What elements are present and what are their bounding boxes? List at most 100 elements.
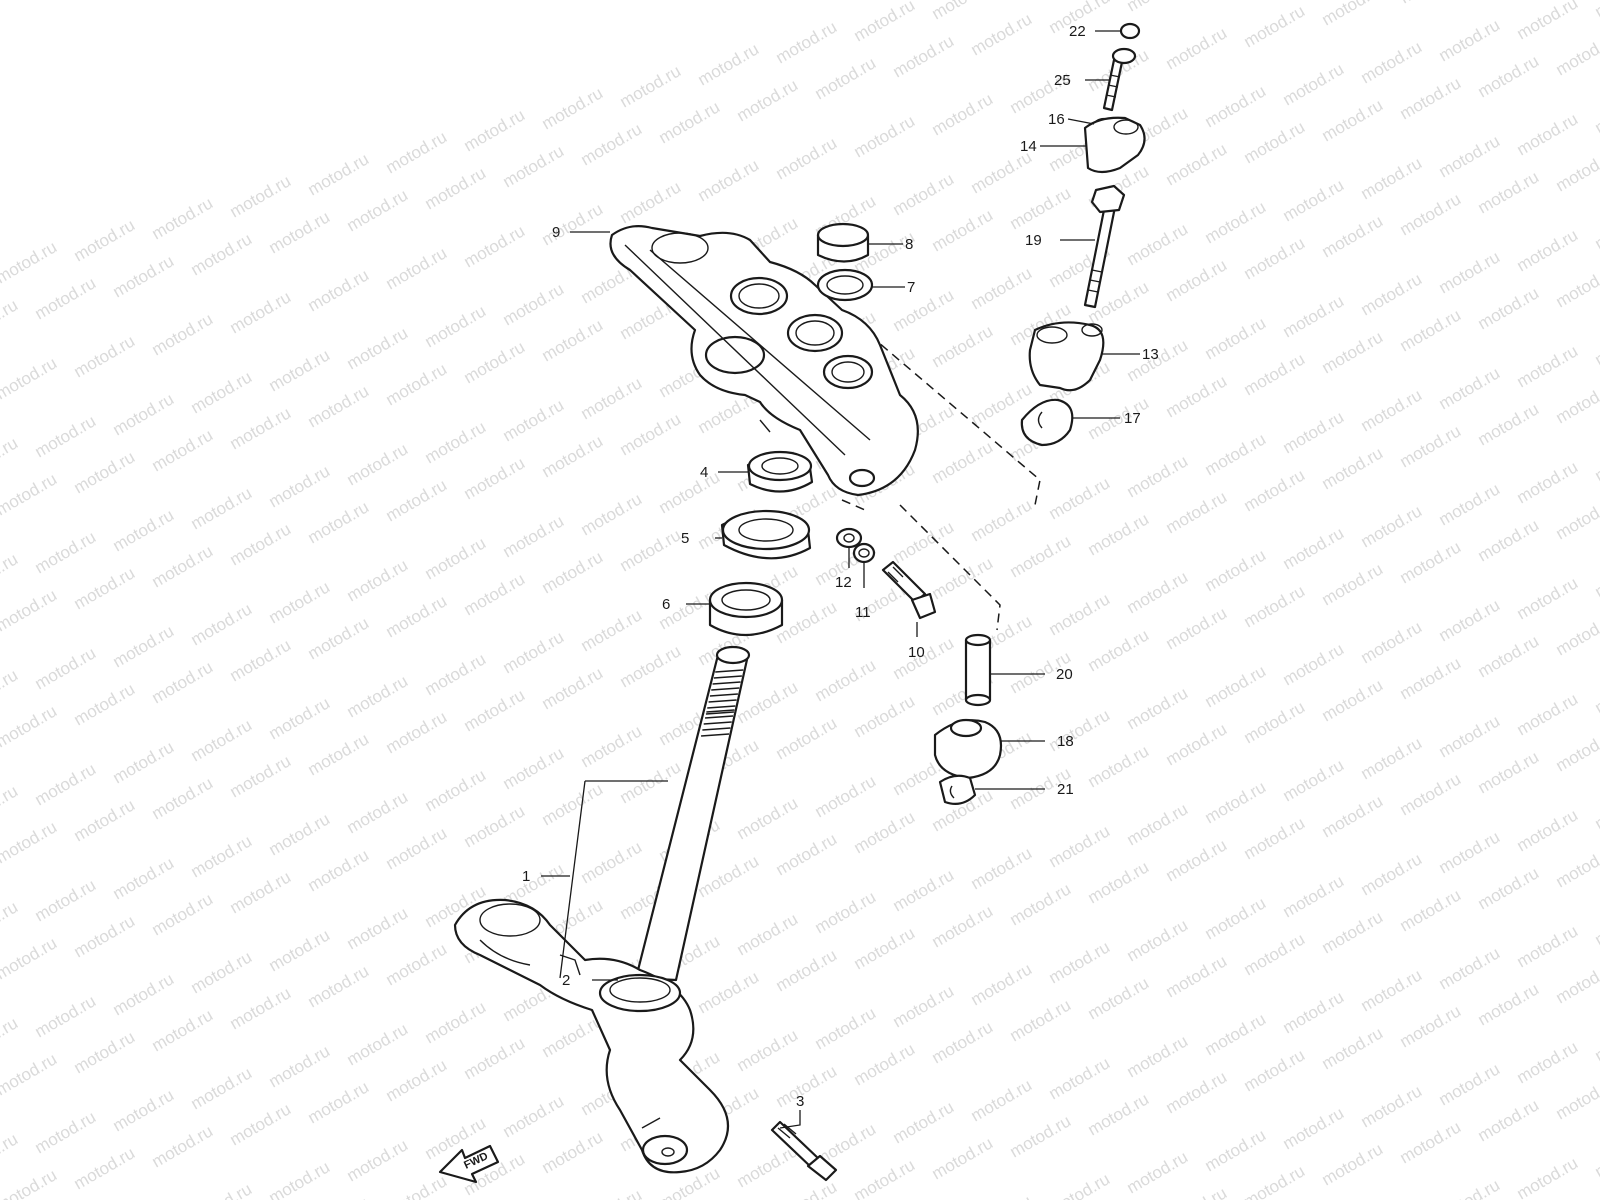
cushion-18-part[interactable]	[933, 718, 1003, 780]
watermark-text: motod.ru	[890, 517, 958, 567]
watermark-text: motod.ru	[929, 1133, 997, 1183]
watermark-text: motod.ru	[266, 809, 334, 859]
watermark-text: motod.ru	[0, 781, 21, 831]
handlebar-holder-lower-part[interactable]	[1028, 321, 1105, 392]
watermark-text: motod.ru	[773, 829, 841, 879]
watermark-text: motod.ru	[422, 417, 490, 467]
watermark-text: motod.ru	[1397, 1117, 1465, 1167]
watermark-text: motod.ru	[773, 1061, 841, 1111]
watermark-text: motod.ru	[1514, 689, 1582, 739]
watermark-text: motod.ru	[461, 801, 529, 851]
watermark-text: motod.ru	[461, 221, 529, 271]
watermark-text: motod.ru	[890, 285, 958, 335]
callout-1: 1	[522, 868, 530, 885]
watermark-text: motod.ru	[1124, 1031, 1192, 1081]
watermark-text: motod.ru	[1241, 929, 1309, 979]
dust-seal-part[interactable]	[720, 509, 812, 560]
steering-stem-part[interactable]	[453, 645, 751, 1174]
watermark-text: motod.ru	[188, 599, 256, 649]
watermark-text: motod.ru	[851, 1155, 919, 1200]
watermark-text: motod.ru	[383, 1171, 451, 1200]
washer-7-part[interactable]	[816, 268, 874, 302]
watermark-text: motod.ru	[0, 665, 21, 715]
thread-line	[715, 669, 744, 673]
watermark-text: motod.ru	[1436, 15, 1504, 65]
bolt-10-part[interactable]	[881, 560, 937, 620]
cap-part[interactable]	[816, 222, 870, 263]
bolt-25-part[interactable]	[1102, 47, 1137, 112]
watermark-text: motod.ru	[422, 533, 490, 583]
watermark-text: motod.ru	[1358, 965, 1426, 1015]
callout-18: 18	[1057, 733, 1074, 750]
cushion-17-part[interactable]	[1020, 398, 1074, 447]
watermark-text: motod.ru	[539, 779, 607, 829]
watermark-text: motod.ru	[890, 981, 958, 1031]
watermark-text: motod.ru	[344, 1135, 412, 1185]
watermark-text: motod.ru	[344, 787, 412, 837]
watermark-text: motod.ru	[851, 807, 919, 857]
watermark-text: motod.ru	[1319, 211, 1387, 261]
pinch-bolt-3-part[interactable]	[770, 1120, 838, 1182]
watermark-text: motod.ru	[617, 757, 685, 807]
watermark-text: motod.ru	[1397, 769, 1465, 819]
watermark-text: motod.ru	[0, 433, 21, 483]
watermark-text: motod.ru	[227, 171, 295, 221]
watermark-text: motod.ru	[1163, 835, 1231, 885]
watermark-text: motod.ru	[1163, 1183, 1231, 1200]
watermark-text: motod.ru	[617, 61, 685, 111]
watermark-text: motod.ru	[1592, 1131, 1600, 1181]
watermark-text: motod.ru	[383, 359, 451, 409]
watermark-text: motod.ru	[1592, 1015, 1600, 1065]
callout-16: 16	[1048, 111, 1065, 128]
watermark-text: motod.ru	[500, 743, 568, 793]
watermark-text: motod.ru	[1007, 995, 1075, 1045]
watermark-text: motod.ru	[266, 925, 334, 975]
steering-nut-part[interactable]	[746, 450, 814, 493]
bearing-part[interactable]	[708, 581, 784, 636]
watermark-text: motod.ru	[1163, 603, 1231, 653]
bolt-19-part[interactable]	[1083, 184, 1126, 309]
leader-lines	[541, 30, 1140, 1129]
watermark-text: motod.ru	[1436, 363, 1504, 413]
watermark-text: motod.ru	[734, 909, 802, 959]
watermark-text: motod.ru	[734, 75, 802, 125]
watermark-text: motod.ru	[1046, 473, 1114, 523]
callout-3: 3	[796, 1093, 804, 1110]
watermark-text: motod.ru	[266, 461, 334, 511]
watermark-text: motod.ru	[617, 525, 685, 575]
watermark-text: motod.ru	[422, 301, 490, 351]
cap-22-part[interactable]	[1119, 22, 1141, 40]
watermark-text: motod.ru	[578, 489, 646, 539]
callout-9: 9	[552, 224, 560, 241]
nut-21-part[interactable]	[938, 774, 977, 805]
watermark-text: motod.ru	[1163, 1067, 1231, 1117]
watermark-text: motod.ru	[1592, 783, 1600, 833]
watermark-text: motod.ru	[1475, 51, 1543, 101]
collar-20-part[interactable]	[964, 633, 992, 707]
watermark-text: motod.ru	[539, 547, 607, 597]
watermark-text: motod.ru	[1553, 957, 1600, 1007]
washer-11-part[interactable]	[852, 542, 876, 564]
watermark-text: motod.ru	[1163, 23, 1231, 73]
watermark-text: motod.ru	[851, 1039, 919, 1089]
watermark-text: motod.ru	[71, 679, 139, 729]
watermark-text: motod.ru	[539, 1127, 607, 1177]
watermark-text: motod.ru	[656, 97, 724, 147]
watermark-text: motod.ru	[1241, 233, 1309, 283]
watermark-text: motod.ru	[734, 1025, 802, 1075]
watermark-text: motod.ru	[149, 657, 217, 707]
watermark-text: motod.ru	[1241, 1, 1309, 51]
upper-bracket-part[interactable]	[609, 225, 919, 497]
thread-line	[704, 715, 734, 719]
thread-line	[713, 675, 742, 679]
watermark-text: motod.ru	[0, 295, 21, 345]
handlebar-holder-upper-part[interactable]	[1083, 116, 1146, 174]
watermark-text: motod.ru	[149, 773, 217, 823]
washer-12-part[interactable]	[835, 527, 863, 549]
watermark-text: motod.ru	[1397, 189, 1465, 239]
watermark-text: motod.ru	[1436, 479, 1504, 529]
watermark-text: motod.ru	[461, 569, 529, 619]
watermark-text: motod.ru	[227, 287, 295, 337]
watermark-text: motod.ru	[344, 323, 412, 373]
